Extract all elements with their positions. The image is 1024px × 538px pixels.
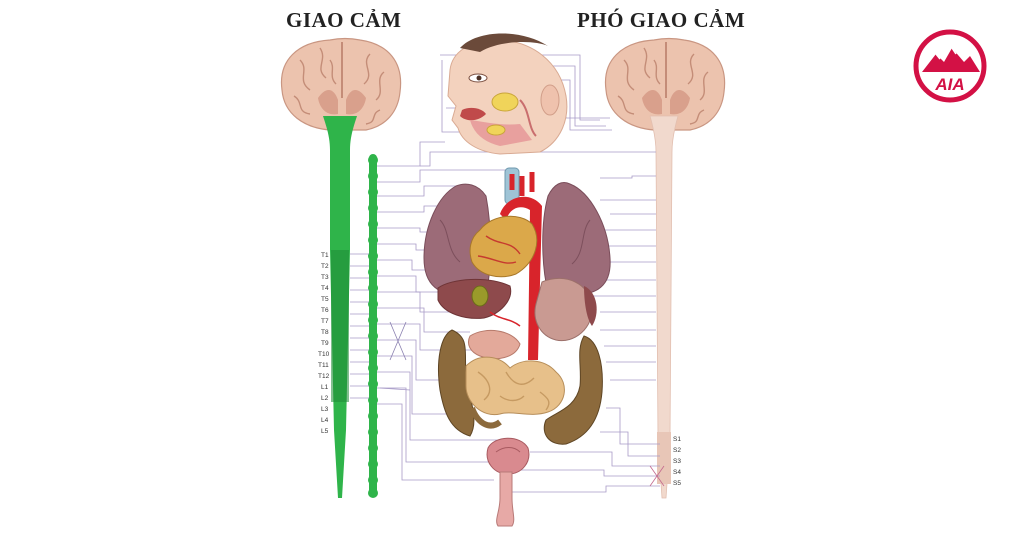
segment-label: L4 bbox=[321, 417, 329, 424]
segment-label: T11 bbox=[318, 362, 329, 369]
segment-label: T9 bbox=[321, 340, 329, 347]
segment-label: L1 bbox=[321, 384, 329, 391]
intestines-illustration bbox=[438, 329, 603, 445]
segment-label: S2 bbox=[673, 447, 681, 454]
segment-label: T8 bbox=[321, 329, 329, 336]
segment-label: T3 bbox=[321, 274, 329, 281]
segment-label: T6 bbox=[321, 307, 329, 314]
lungs-illustration bbox=[423, 182, 611, 295]
heart-and-vessels bbox=[469, 167, 542, 360]
parasympathetic-title: PHÓ GIAO CẢM bbox=[577, 8, 746, 32]
segment-label: S5 bbox=[673, 480, 681, 487]
logo-text: AIA bbox=[934, 75, 964, 94]
bladder-illustration bbox=[486, 437, 530, 527]
segment-label: T12 bbox=[318, 373, 330, 380]
segment-label: T1 bbox=[321, 252, 329, 259]
segment-label: S3 bbox=[673, 458, 681, 465]
segment-label: T5 bbox=[321, 296, 329, 303]
sympathetic-chain bbox=[368, 154, 378, 498]
parasympathetic-spinal-cord bbox=[649, 115, 679, 499]
sympathetic-cord-segment-band bbox=[331, 250, 349, 402]
abdominal-organs bbox=[437, 277, 597, 360]
segment-label: T10 bbox=[318, 351, 330, 358]
segment-label: L3 bbox=[321, 406, 329, 413]
segment-label: S1 bbox=[673, 436, 681, 443]
segment-label: T4 bbox=[321, 285, 329, 292]
aia-logo: AIA bbox=[913, 29, 987, 103]
segment-label: L5 bbox=[321, 428, 329, 435]
segment-label: S4 bbox=[673, 469, 681, 476]
sympathetic-title: GIAO CẢM bbox=[286, 8, 402, 32]
segment-label: T2 bbox=[321, 263, 329, 270]
head-illustration bbox=[447, 33, 568, 155]
segment-label: T7 bbox=[321, 318, 329, 325]
parasympathetic-segment-labels: S1 S2 S3 S4 S5 bbox=[673, 436, 681, 487]
segment-label: L2 bbox=[321, 395, 329, 402]
sympathetic-segment-labels: T1 T2 T3 T4 T5 T6 T7 T8 T9 T10 T11 T12 L… bbox=[318, 252, 330, 435]
